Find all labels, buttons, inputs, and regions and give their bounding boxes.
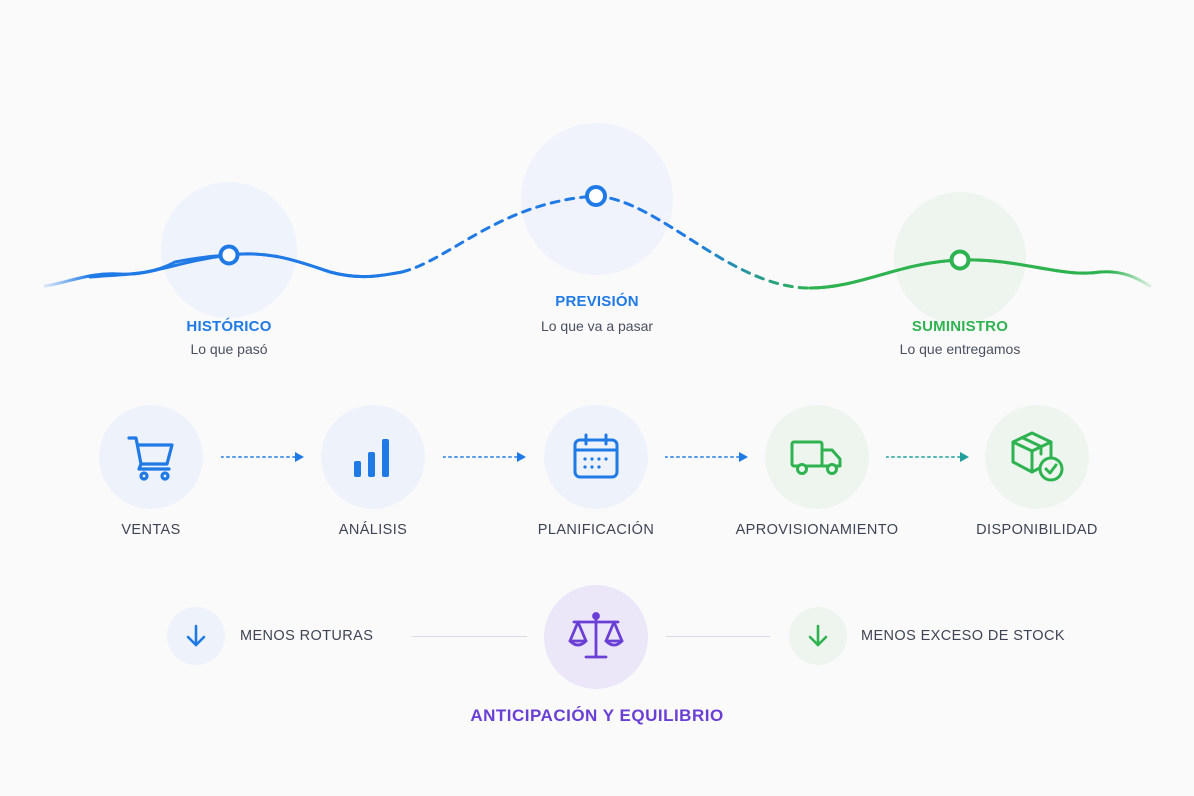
wave-prevision-rise xyxy=(400,194,598,274)
arrow-down-icon xyxy=(808,624,828,647)
arrow-analisis-planificacion xyxy=(443,452,526,462)
center-scale-circle xyxy=(544,585,648,689)
bar-chart-icon xyxy=(354,439,389,477)
prevision-node xyxy=(585,185,607,207)
historico-subtitle: Lo que pasó xyxy=(190,341,268,357)
arrow-aprovisionamiento-disponibilidad xyxy=(886,452,969,462)
benefit-left-circle xyxy=(167,607,225,665)
arrow-down-icon xyxy=(186,624,206,647)
arrow-planificacion-aprovisionamiento xyxy=(665,452,748,462)
prevision-subtitle: Lo que va a pasar xyxy=(540,318,654,334)
wave-prevision-fall xyxy=(594,194,812,290)
step-disponibilidad xyxy=(985,405,1089,509)
benefit-left-label: MENOS ROTURAS xyxy=(240,628,374,644)
step-analisis xyxy=(321,405,425,509)
box-check-icon xyxy=(1011,431,1064,482)
suministro-title: SUMINISTRO xyxy=(911,318,1009,335)
benefit-right-circle xyxy=(789,607,847,665)
connector-line-left xyxy=(412,636,527,637)
step-ventas xyxy=(99,405,203,509)
step-ventas-label: VENTAS xyxy=(121,522,181,538)
arrow-ventas-analisis xyxy=(221,452,304,462)
historico-node xyxy=(218,244,240,266)
scale-icon xyxy=(568,612,624,659)
step-aprovisionamiento-label: APROVISIONAMIENTO xyxy=(735,522,899,538)
center-title: ANTICIPACIÓN Y EQUILIBRIO xyxy=(470,706,724,725)
step-planificacion-label: PLANIFICACIÓN xyxy=(537,522,655,538)
step-planificacion xyxy=(544,405,648,509)
connector-line-right xyxy=(666,636,770,637)
historico-title: HISTÓRICO xyxy=(186,318,272,335)
benefit-right-label: MENOS EXCESO DE STOCK xyxy=(861,628,1065,644)
timeline-wave xyxy=(43,185,1152,290)
step-disponibilidad-label: DISPONIBILIDAD xyxy=(976,522,1098,538)
calendar-icon xyxy=(573,433,619,479)
wave-suministro-segment xyxy=(808,258,1152,290)
suministro-subtitle: Lo que entregamos xyxy=(899,341,1021,357)
suministro-node xyxy=(949,249,971,271)
step-aprovisionamiento xyxy=(765,405,869,509)
prevision-title: PREVISIÓN xyxy=(555,293,639,310)
step-analisis-label: ANÁLISIS xyxy=(338,522,408,538)
cart-icon xyxy=(127,436,174,481)
truck-icon xyxy=(790,440,842,475)
